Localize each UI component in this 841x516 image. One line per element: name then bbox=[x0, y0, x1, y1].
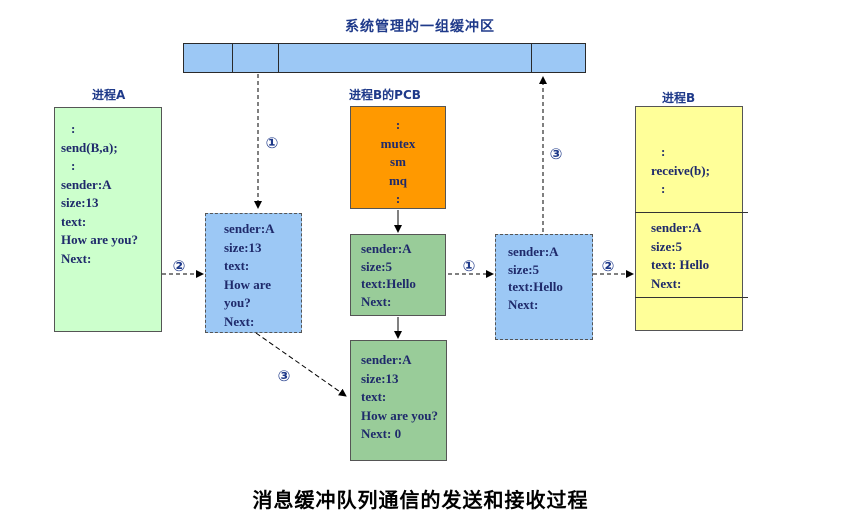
process-a-line: size:13 bbox=[61, 195, 99, 210]
queue-msg-2-line: sender:A bbox=[361, 352, 412, 367]
process-b-code: : receive(b); : bbox=[651, 143, 710, 199]
msg-a-line: Next: bbox=[224, 313, 255, 329]
pcb-b-line: mq bbox=[388, 172, 408, 188]
process-b-line: sender:A bbox=[651, 220, 702, 235]
buffer-slot-divider bbox=[531, 44, 532, 72]
step-2-right-marker: ② bbox=[601, 257, 615, 275]
msg-b-line: Next: bbox=[508, 296, 539, 312]
process-a-line: : bbox=[71, 158, 76, 173]
queue-msg-1-line: text:Hello bbox=[361, 276, 416, 291]
pcb-b-line: : bbox=[395, 117, 401, 132]
queue-msg-1-line: Next: bbox=[361, 293, 392, 309]
process-b-line: Next: bbox=[651, 275, 682, 291]
msg-b-line: size:5 bbox=[508, 261, 540, 277]
process-a-line: Next: bbox=[61, 250, 92, 266]
process-a-line: : bbox=[71, 121, 76, 136]
buffer-slot-divider bbox=[232, 44, 233, 72]
diagram-caption: 消息缓冲队列通信的发送和接收过程 bbox=[252, 488, 589, 512]
pcb-b-box: : mutex sm mq : bbox=[350, 106, 446, 209]
queue-msg-2-line: Next: 0 bbox=[361, 426, 402, 441]
buffer-pool-title: 系统管理的一组缓冲区 bbox=[345, 19, 495, 35]
process-b-line: receive(b); bbox=[651, 162, 710, 178]
process-a-box: : send(B,a); : sender:A size:13 text: Ho… bbox=[54, 107, 162, 332]
process-a-line: text: bbox=[61, 213, 87, 229]
step-2-left-marker: ② bbox=[172, 257, 186, 275]
pcb-b-line: mutex bbox=[380, 135, 416, 151]
process-a-label: 进程A bbox=[92, 88, 126, 102]
process-b-divider-top bbox=[635, 212, 748, 213]
msg-a-line: size:13 bbox=[224, 239, 262, 255]
pcb-b-line: : bbox=[395, 191, 401, 206]
msg-b-box: sender:A size:5 text:Hello Next: bbox=[495, 234, 593, 340]
process-b-line: : bbox=[661, 181, 666, 196]
queue-msg-1-line: sender:A bbox=[361, 241, 412, 256]
msg-a-line: you? bbox=[224, 295, 251, 310]
process-b-line: : bbox=[661, 144, 666, 159]
queue-msg-2-line: text: bbox=[361, 389, 387, 404]
pcb-b-label: 进程B的PCB bbox=[349, 88, 421, 102]
queue-msg-2-line: size:13 bbox=[361, 370, 399, 386]
process-a-line: sender:A bbox=[61, 176, 112, 192]
process-a-line: How are you? bbox=[61, 232, 139, 247]
msg-b-line: sender:A bbox=[508, 244, 559, 259]
msg-b-line: text:Hello bbox=[508, 279, 563, 294]
process-a-line: send(B,a); bbox=[61, 139, 118, 155]
step-1-left-marker: ① bbox=[265, 134, 279, 152]
process-b-received-msg: sender:A size:5 text: Hello Next: bbox=[651, 219, 709, 293]
step-1-right-marker: ① bbox=[462, 257, 476, 275]
queue-msg-1-line: size:5 bbox=[361, 258, 393, 274]
queue-msg-2-line: How are you? bbox=[361, 407, 439, 423]
msg-a-box: sender:A size:13 text: How are you? Next… bbox=[205, 213, 302, 333]
buffer-pool-bar bbox=[183, 43, 586, 73]
msg-a-line: How are bbox=[224, 276, 272, 292]
arrow-msg-a-to-queue bbox=[255, 332, 347, 397]
process-b-label: 进程B bbox=[662, 91, 696, 105]
step-3-left-marker: ③ bbox=[277, 367, 291, 385]
msg-a-line: sender:A bbox=[224, 221, 275, 236]
process-b-box: : receive(b); : sender:A size:5 text: He… bbox=[635, 106, 743, 331]
pcb-b-line: sm bbox=[390, 154, 406, 169]
queue-msg-1-box: sender:A size:5 text:Hello Next: bbox=[350, 234, 446, 316]
process-b-divider-bottom bbox=[635, 297, 748, 298]
msg-a-line: text: bbox=[224, 258, 250, 273]
process-b-line: text: Hello bbox=[651, 257, 710, 272]
queue-msg-2-box: sender:A size:13 text: How are you? Next… bbox=[350, 340, 447, 461]
step-3-right-marker: ③ bbox=[549, 145, 563, 163]
buffer-slot-divider bbox=[278, 44, 279, 72]
process-b-line: size:5 bbox=[651, 238, 683, 254]
